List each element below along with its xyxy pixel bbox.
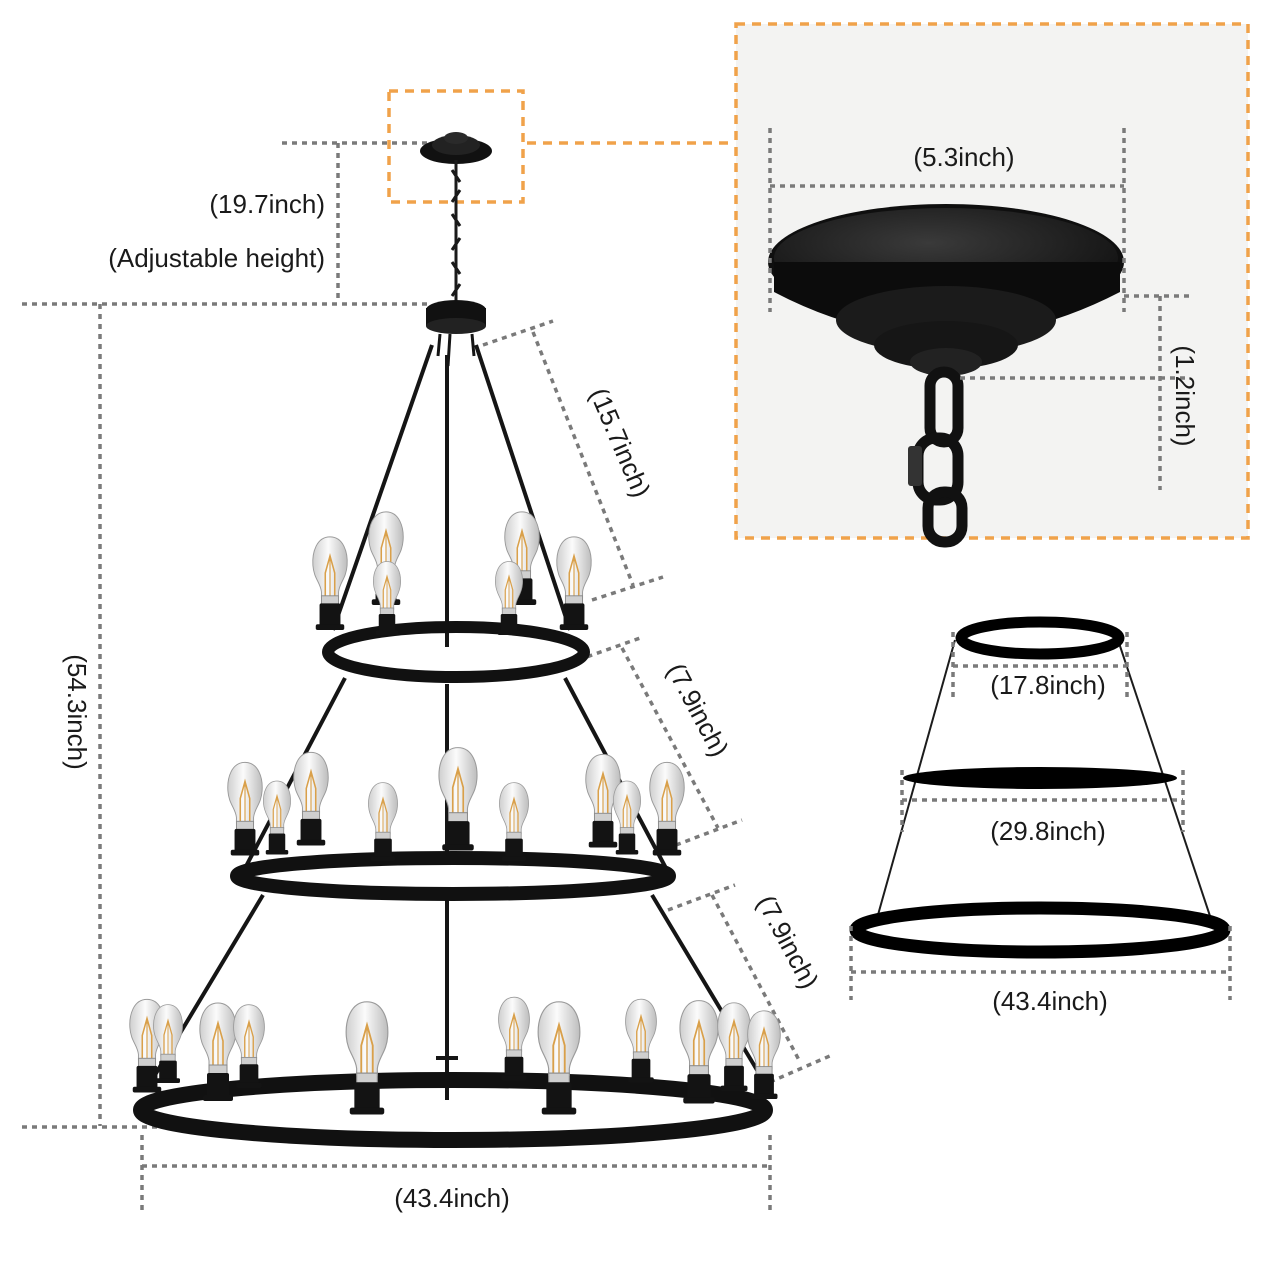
bottom-tier-ring bbox=[133, 1072, 773, 1148]
bulb bbox=[232, 1003, 266, 1089]
canopy-diameter-label: (5.3inch) bbox=[913, 142, 1014, 172]
canopy bbox=[420, 132, 492, 164]
bulb bbox=[292, 751, 330, 847]
top-tier-ring bbox=[322, 621, 590, 683]
bulb bbox=[345, 1000, 389, 1116]
total-height-label: (54.3inch) bbox=[62, 654, 92, 770]
canopy-detail-panel: (5.3inch) (1.2inch) bbox=[734, 22, 1250, 548]
top-ring bbox=[955, 616, 1125, 660]
bottom-ring-label: (43.4inch) bbox=[992, 986, 1108, 1016]
bulb bbox=[262, 780, 292, 856]
bulb bbox=[367, 781, 399, 862]
middle-ring-label: (29.8inch) bbox=[990, 816, 1106, 846]
center-hub bbox=[426, 300, 486, 367]
dimension-lines bbox=[22, 141, 833, 1210]
middle-ring bbox=[903, 767, 1177, 789]
chain bbox=[450, 160, 462, 302]
detail-frame bbox=[734, 22, 1250, 540]
tier-gap-1-label: (7.9inch) bbox=[661, 658, 735, 761]
bulb bbox=[612, 780, 642, 856]
bulb bbox=[648, 761, 686, 857]
canopy-large bbox=[768, 204, 1124, 376]
bulb bbox=[624, 998, 658, 1084]
bulb bbox=[497, 996, 531, 1082]
ring-size-diagram: (17.8inch) (29.8inch) (43.4inch) bbox=[849, 616, 1232, 1016]
bottom-width-label: (43.4inch) bbox=[394, 1183, 510, 1213]
middle-tier-ring bbox=[230, 851, 676, 901]
bulb bbox=[537, 1000, 581, 1116]
middle-tier-bulbs bbox=[226, 746, 686, 862]
tier-gap-2-label: (7.9inch) bbox=[751, 890, 825, 993]
bulb bbox=[312, 536, 348, 631]
chain-length-label: (19.7inch) bbox=[209, 189, 325, 219]
chandelier bbox=[128, 132, 782, 1148]
adjustable-height-label: (Adjustable height) bbox=[108, 243, 325, 273]
bulb bbox=[556, 536, 592, 631]
canopy-height-label: (1.2inch) bbox=[1170, 345, 1200, 446]
bulb bbox=[746, 1009, 782, 1100]
canopy-chain-large bbox=[908, 366, 968, 548]
bulb bbox=[498, 781, 530, 862]
bulb bbox=[438, 746, 478, 852]
suspension-rods bbox=[150, 344, 765, 1100]
bottom-ring bbox=[849, 901, 1231, 959]
top-ring-label: (17.8inch) bbox=[990, 670, 1106, 700]
